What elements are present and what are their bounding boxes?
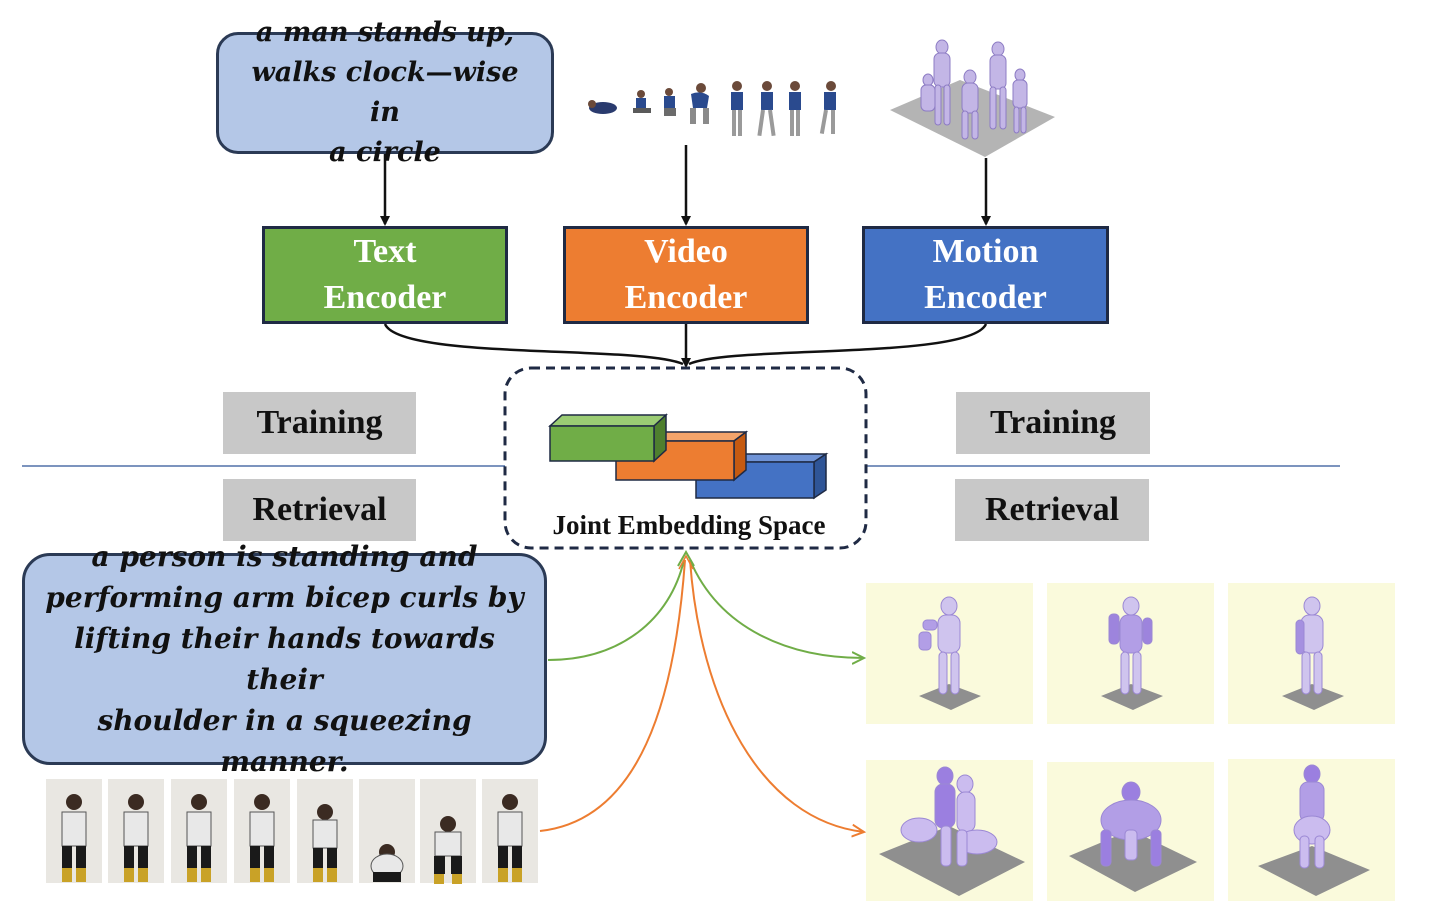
training-tag-right: Training [956,392,1150,454]
text-encoder: Text Encoder [262,226,508,324]
query-arrowhead [677,549,695,567]
encoder-label: Encoder [624,279,748,316]
motion-mesh-figure [890,39,1055,157]
motion-encoder-to-joint-arrow [688,323,988,366]
encoder-label: Motion [932,233,1039,270]
video-frame-figures [588,81,836,137]
caption-line: performing arm bicep curls by [45,581,524,614]
query-video-people [61,794,523,884]
caption-line: walks clock—wise in [251,57,519,128]
text-encoder-to-joint-arrow [383,323,684,366]
retrieval-tag-left: Retrieval [223,479,416,541]
encoder-label: Encoder [924,279,1047,316]
input-video-frames [585,78,860,148]
training-tag-left: Training [223,392,416,454]
retrieved-mesh-row-video [879,764,1370,896]
query-arrowhead [678,554,694,570]
encoder-label: Text [353,233,417,270]
text-query-arrow [547,559,685,661]
video-query-arrow [539,559,686,832]
joint-embedding-space-label: Joint Embedding Space [552,510,825,540]
video-encoder: Video Encoder [563,226,809,324]
encoder-label: Encoder [323,279,447,316]
query-text-caption: a person is standing and performing arm … [22,540,547,778]
caption-line: lifting their hands towards their [74,622,495,696]
input-text-caption: a man stands up, walks clock—wise in a c… [216,17,554,168]
text-result-arrow [689,559,864,658]
caption-line: a person is standing and [91,540,478,573]
retrieval-tag-right: Retrieval [955,479,1149,541]
caption-line: a man stands up, [255,17,515,48]
retrieved-mesh-row-text [918,596,1344,710]
input-motion-sequence [890,35,1055,160]
encoder-label: Video [644,233,728,270]
joint-embedding-space-box [503,366,868,550]
motion-encoder: Motion Encoder [862,226,1109,324]
embedding-block-text [548,413,668,463]
video-result-arrow [689,559,864,832]
caption-line: shoulder in a squeezing manner. [97,704,472,778]
